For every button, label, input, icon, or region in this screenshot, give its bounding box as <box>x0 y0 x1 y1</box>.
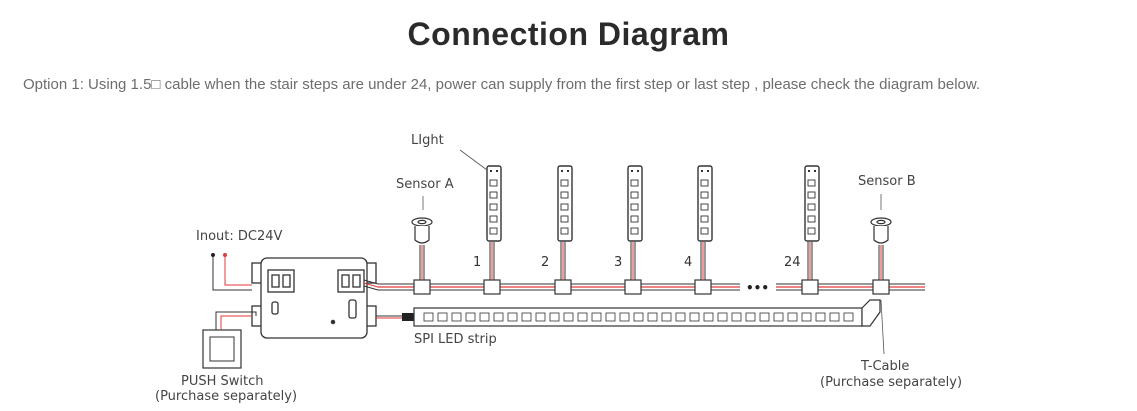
spi-data-cable <box>376 313 414 321</box>
strip-led <box>647 312 658 322</box>
step-leads <box>419 242 884 280</box>
sensor-b-icon <box>870 217 892 244</box>
step-number-1: 1 <box>473 255 481 270</box>
strip-led <box>689 312 700 322</box>
step-number-24: 24 <box>784 255 801 270</box>
strip-led <box>843 312 854 322</box>
step-light-2 <box>557 165 573 242</box>
strip-led <box>549 312 560 322</box>
strip-led <box>563 312 574 322</box>
strip-led <box>605 312 616 322</box>
strip-led <box>759 312 770 322</box>
power-input-label: Inout: DC24V <box>196 229 283 244</box>
bus-cable <box>378 283 925 291</box>
light-leader-line <box>459 149 488 171</box>
page-title: Connection Diagram <box>407 16 730 52</box>
continuation-ellipsis: ••• <box>746 281 769 295</box>
strip-led <box>619 312 630 322</box>
strip-led <box>591 312 602 322</box>
step-number-2: 2 <box>541 255 549 270</box>
push-switch-note: (Purchase separately) <box>155 389 297 404</box>
t-cable-label: T-Cable <box>860 359 909 374</box>
t-cable-leader-line <box>880 299 885 355</box>
strip-led <box>507 312 518 322</box>
strip-led <box>535 312 546 322</box>
step-light-24 <box>804 165 820 242</box>
strip-led <box>451 312 462 322</box>
strip-led <box>577 312 588 322</box>
light-label: LIght <box>411 133 444 148</box>
power-input <box>211 253 252 291</box>
push-switch-icon <box>202 311 257 369</box>
strip-led <box>465 312 476 322</box>
strip-led <box>745 312 756 322</box>
step-number-4: 4 <box>684 255 692 270</box>
step-light-1 <box>486 165 502 242</box>
step-number-3: 3 <box>614 255 622 270</box>
option-description: Option 1: Using 1.5□ cable when the stai… <box>23 76 981 93</box>
push-switch-label: PUSH Switch <box>181 374 264 389</box>
strip-led <box>437 312 448 322</box>
sensor-a-icon <box>411 217 433 244</box>
sensor-b-label: Sensor B <box>858 174 916 189</box>
strip-led <box>829 312 840 322</box>
strip-led <box>815 312 826 322</box>
strip-led <box>675 312 686 322</box>
strip-led <box>717 312 728 322</box>
controller-output-cable <box>363 279 379 291</box>
strip-led <box>493 312 504 322</box>
strip-led <box>801 312 812 322</box>
strip-led <box>731 312 742 322</box>
t-connectors <box>413 279 890 295</box>
sensor-a-label: Sensor A <box>396 177 454 192</box>
spi-strip-label: SPI LED strip <box>414 332 497 347</box>
step-light-3 <box>627 165 643 242</box>
spi-led-strip <box>413 299 881 327</box>
strip-led <box>521 312 532 322</box>
strip-led <box>773 312 784 322</box>
strip-led <box>423 312 434 322</box>
strip-led <box>633 312 644 322</box>
t-cable-note: (Purchase separately) <box>820 375 962 390</box>
step-light-4 <box>697 165 713 242</box>
strip-led <box>479 312 490 322</box>
strip-led <box>703 312 714 322</box>
strip-led <box>787 312 798 322</box>
strip-led <box>661 312 672 322</box>
controller-box <box>251 257 377 339</box>
